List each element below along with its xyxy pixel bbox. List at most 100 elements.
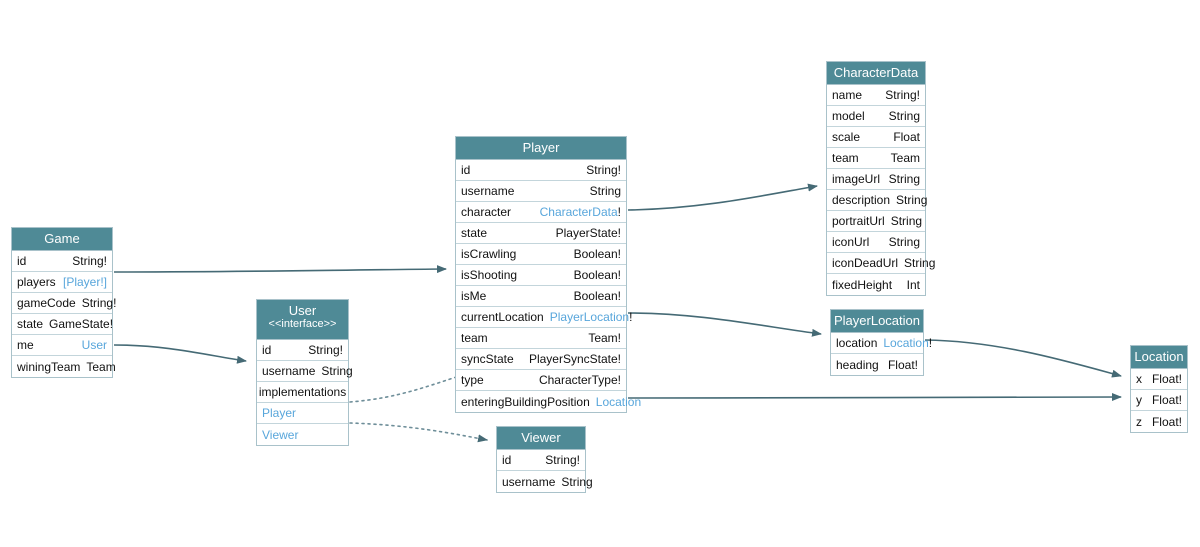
field-type: Boolean!	[573, 289, 621, 303]
field-name: enteringBuildingPosition	[461, 394, 590, 409]
field-row[interactable]: players[Player!]	[12, 272, 112, 293]
field-type: Location	[595, 394, 642, 409]
entity-header-user: User<<interface>>	[257, 300, 348, 340]
edge-game-players-to-player	[113, 265, 447, 274]
field-name: state	[17, 317, 44, 331]
field-name: location	[836, 336, 878, 350]
field-name: portraitUrl	[832, 214, 885, 228]
edge-game-me-to-user	[113, 344, 247, 364]
field-type: String	[890, 214, 923, 228]
field-required-marker: !	[617, 247, 621, 261]
entity-title: Player	[522, 140, 560, 155]
field-type: String	[888, 172, 920, 186]
field-row[interactable]: portraitUrl String	[827, 211, 925, 232]
field-type: PlayerLocation!	[549, 310, 633, 324]
field-type: Float!	[1151, 372, 1182, 386]
field-required-marker: !	[339, 343, 343, 357]
edge-player-character-to-characterdata	[627, 183, 818, 211]
field-required-marker: !	[617, 268, 621, 282]
field-name: id	[17, 254, 27, 268]
field-row[interactable]: location Location!	[831, 333, 932, 354]
field-type: String!	[81, 296, 117, 310]
field-row[interactable]: enteringBuildingPosition Location	[456, 391, 641, 412]
field-name: id	[461, 163, 471, 177]
field-required-marker: !	[617, 163, 621, 177]
field-type: Location!	[883, 336, 933, 350]
field-name: username	[262, 364, 316, 378]
field-required-marker: !	[617, 352, 621, 366]
field-type: String	[888, 235, 920, 249]
field-name: fixedHeight	[832, 277, 893, 292]
field-row[interactable]: implementations	[257, 382, 348, 403]
field-name: id	[502, 453, 512, 467]
field-name: username	[502, 474, 556, 489]
field-name: me	[17, 338, 34, 352]
field-name: isMe	[461, 289, 487, 303]
entity-title: Location	[1134, 349, 1184, 364]
field-required-marker: !	[1178, 372, 1182, 386]
field-row[interactable]: isMe Boolean!	[456, 286, 626, 307]
field-required-marker: !	[617, 226, 621, 240]
field-row[interactable]: Viewer	[257, 424, 348, 445]
edge-player-enteringbuildingposition-to-location	[627, 393, 1122, 402]
entity-title: PlayerLocation	[834, 313, 920, 328]
field-type: Team!	[588, 331, 621, 345]
field-type: String!	[308, 343, 343, 357]
field-type: String!	[586, 163, 621, 177]
field-type: Boolean!	[573, 268, 621, 282]
entity-title: CharacterData	[833, 65, 919, 80]
field-required-marker: !	[109, 317, 114, 331]
field-required-marker: !	[916, 88, 920, 102]
field-name: players	[17, 275, 56, 289]
field-type: PlayerState!	[555, 226, 621, 240]
field-type: String	[888, 109, 920, 123]
field-type: Float!	[887, 357, 918, 372]
field-name: character	[461, 205, 512, 219]
field-required-marker: !	[1178, 414, 1182, 429]
field-row[interactable]: id String!	[456, 160, 626, 181]
field-type: User	[81, 338, 107, 352]
field-required-marker: !	[103, 254, 107, 268]
field-row[interactable]: me User	[12, 335, 112, 356]
entity-header-characterdata: CharacterData	[827, 62, 925, 85]
field-name: z	[1136, 414, 1142, 429]
field-row[interactable]: Player	[257, 403, 348, 424]
